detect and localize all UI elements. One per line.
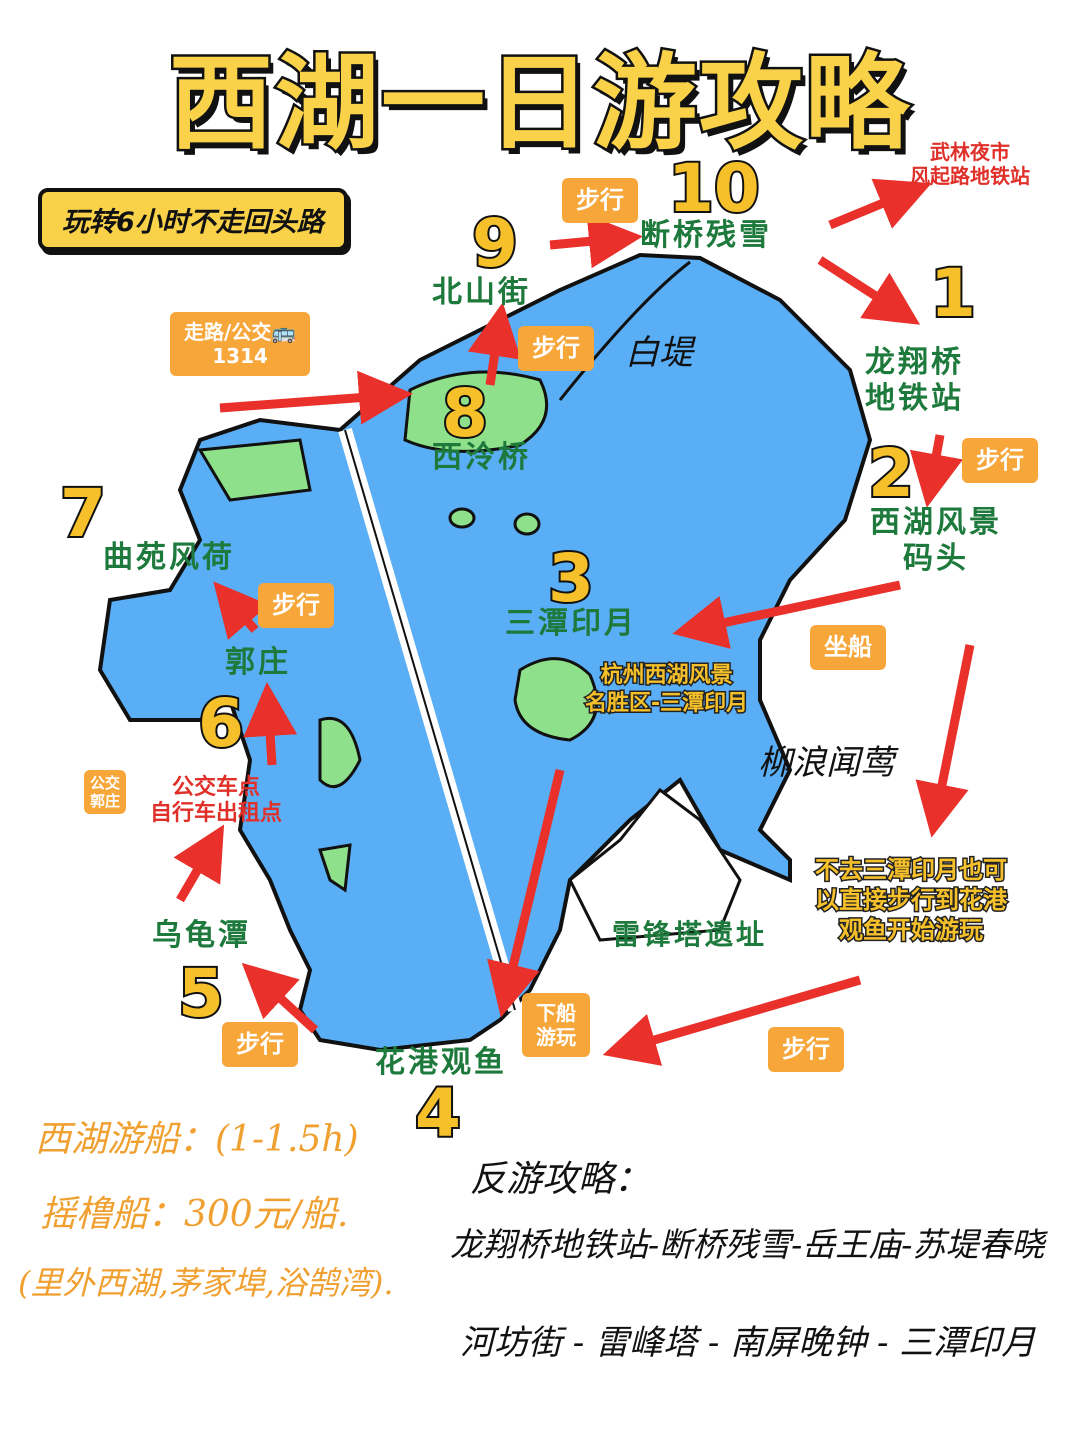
stop-8-number: 8 (440, 373, 490, 454)
wulin-note: 武林夜市 风起路地铁站 (910, 140, 1030, 188)
stop-6-name: 郭庄 (225, 645, 291, 680)
tag-walk: 步行 (962, 438, 1038, 483)
tag-bus-guozhuang: 公交 郭庄 (84, 770, 127, 814)
stop-2-name: 西湖风景 码头 (870, 505, 1002, 576)
stop-5-name: 乌龟潭 (152, 918, 251, 953)
boat-note-3: (里外西湖,茅家埠,浴鹄湾). (18, 1264, 394, 1302)
reverse-title: 反游攻略： (470, 1159, 651, 1200)
leifeng-hill (568, 787, 742, 942)
boat-note-2: 摇橹船：300元/船. (40, 1194, 349, 1235)
tag-walk: 步行 (258, 583, 334, 628)
santan-label: 杭州西湖风景 名胜区-三潭印月 (583, 662, 749, 718)
tag-boat: 坐船 (810, 625, 886, 670)
stop-3-number: 3 (546, 538, 596, 619)
stop-6-number: 6 (196, 683, 246, 764)
stop-1-name: 龙翔桥 地铁站 (865, 345, 964, 416)
stop-7-number: 7 (58, 473, 108, 554)
stop-4-number: 4 (413, 1073, 463, 1154)
stop-4-name: 花港观鱼 (375, 1045, 507, 1080)
leifeng-label: 雷锋塔遗址 (612, 918, 768, 951)
bai-causeway (558, 260, 691, 401)
causeway-edge (344, 429, 516, 1011)
reverse-line-1: 龙翔桥地铁站-断桥残雪-岳王庙-苏堤春晓 (450, 1225, 1045, 1264)
stop-10-name: 断桥残雪 (640, 218, 772, 253)
stop-7-name: 曲苑风荷 (103, 540, 235, 575)
liulang-label: 柳浪闻莺 (758, 743, 894, 783)
reverse-line-2: 河坊街 - 雷峰塔 - 南屏晚钟 - 三潭印月 (460, 1323, 1036, 1363)
stop-9-name: 北山街 (432, 275, 531, 310)
page-title: 西湖一日游攻略 (166, 40, 911, 167)
stop-5-number: 5 (176, 953, 226, 1034)
stop-9-number: 9 (470, 203, 520, 284)
tag-walk: 步行 (222, 1022, 298, 1067)
islands (197, 370, 599, 893)
bus-point-note: 公交车点 自行车出租点 (150, 775, 283, 827)
route-arrows (173, 178, 975, 1066)
stop-3-name: 三潭印月 (505, 606, 637, 641)
tag-walk: 步行 (562, 178, 638, 223)
alt-route-note: 不去三潭印月也可 以直接步行到花港 观鱼开始游玩 (814, 855, 1009, 946)
tag-walk: 步行 (518, 326, 594, 371)
stop-2-number: 2 (866, 433, 916, 514)
tag-bus: 走路/公交🚌 1314 (170, 312, 311, 376)
subtitle-banner: 玩转6小时不走回头路 (38, 188, 348, 251)
boat-note-1: 西湖游船：(1-1.5h) (35, 1119, 359, 1160)
stop-1-number: 1 (928, 253, 978, 334)
stop-10-number: 10 (666, 148, 762, 229)
tag-disembark: 下船 游玩 (522, 993, 590, 1057)
baidi-label: 白堤 (625, 333, 693, 373)
stop-8-name: 西泠桥 (432, 440, 531, 475)
tag-walk: 步行 (768, 1027, 844, 1072)
